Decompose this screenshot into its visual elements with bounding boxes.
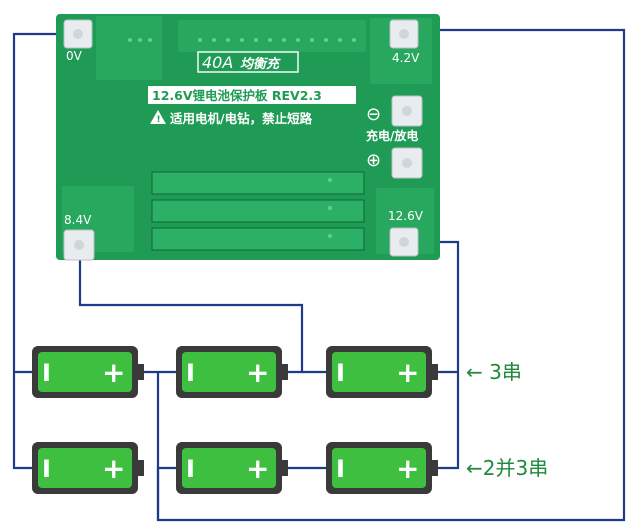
battery-cell: I + (326, 442, 438, 494)
battery-cell: I + (32, 442, 144, 494)
battery-minus-mark: I (42, 455, 51, 483)
warning-icon: ! (150, 110, 166, 125)
minus-symbol-icon: ⊖ (366, 104, 381, 125)
battery-plus-mark: + (102, 356, 125, 389)
wire-0v (12, 32, 76, 470)
battery-cell: I + (176, 442, 288, 494)
pad-label-12v6: 12.6V (388, 209, 424, 223)
battery-pack: I + I + I + I + I (32, 346, 438, 494)
svg-text:!: ! (157, 115, 161, 125)
battery-plus-mark: + (396, 356, 419, 389)
battery-plus-mark: + (246, 356, 269, 389)
title-panel (148, 86, 356, 104)
battery-minus-mark: I (186, 455, 195, 483)
wire-4v2 (156, 28, 626, 522)
battery-minus-mark: I (336, 455, 345, 483)
pad-label-4v2: 4.2V (392, 51, 420, 65)
warning-text: 适用电机/电钻，禁止短路 (170, 111, 313, 126)
rating-sub-text: 均衡充 (240, 56, 281, 72)
battery-plus-mark: + (396, 452, 419, 485)
battery-minus-mark: I (42, 359, 51, 387)
rating-text: 40A (202, 53, 233, 72)
parallel-series-config-label: ←2并3串 (466, 456, 548, 480)
pad-label-0v: 0V (66, 49, 83, 63)
plus-symbol-icon: ⊕ (366, 150, 381, 171)
battery-minus-mark: I (186, 359, 195, 387)
charge-discharge-label: 充电/放电 (366, 128, 418, 143)
pad-label-8v4: 8.4V (64, 213, 92, 227)
battery-cell: I + (32, 346, 144, 398)
wire-8v4 (78, 248, 304, 374)
battery-plus-mark: + (246, 452, 269, 485)
wires (12, 28, 626, 522)
protection-board: 40A 均衡充 12.6V锂电池保护板 REV2.3 ! 适用电机/电钻，禁止短… (56, 14, 440, 261)
battery-cell: I + (176, 346, 288, 398)
series-config-label: ← 3串 (466, 360, 522, 384)
battery-minus-mark: I (336, 359, 345, 387)
battery-plus-mark: + (102, 452, 125, 485)
battery-cell: I + (326, 346, 438, 398)
board-title: 12.6V锂电池保护板 REV2.3 (152, 88, 322, 103)
